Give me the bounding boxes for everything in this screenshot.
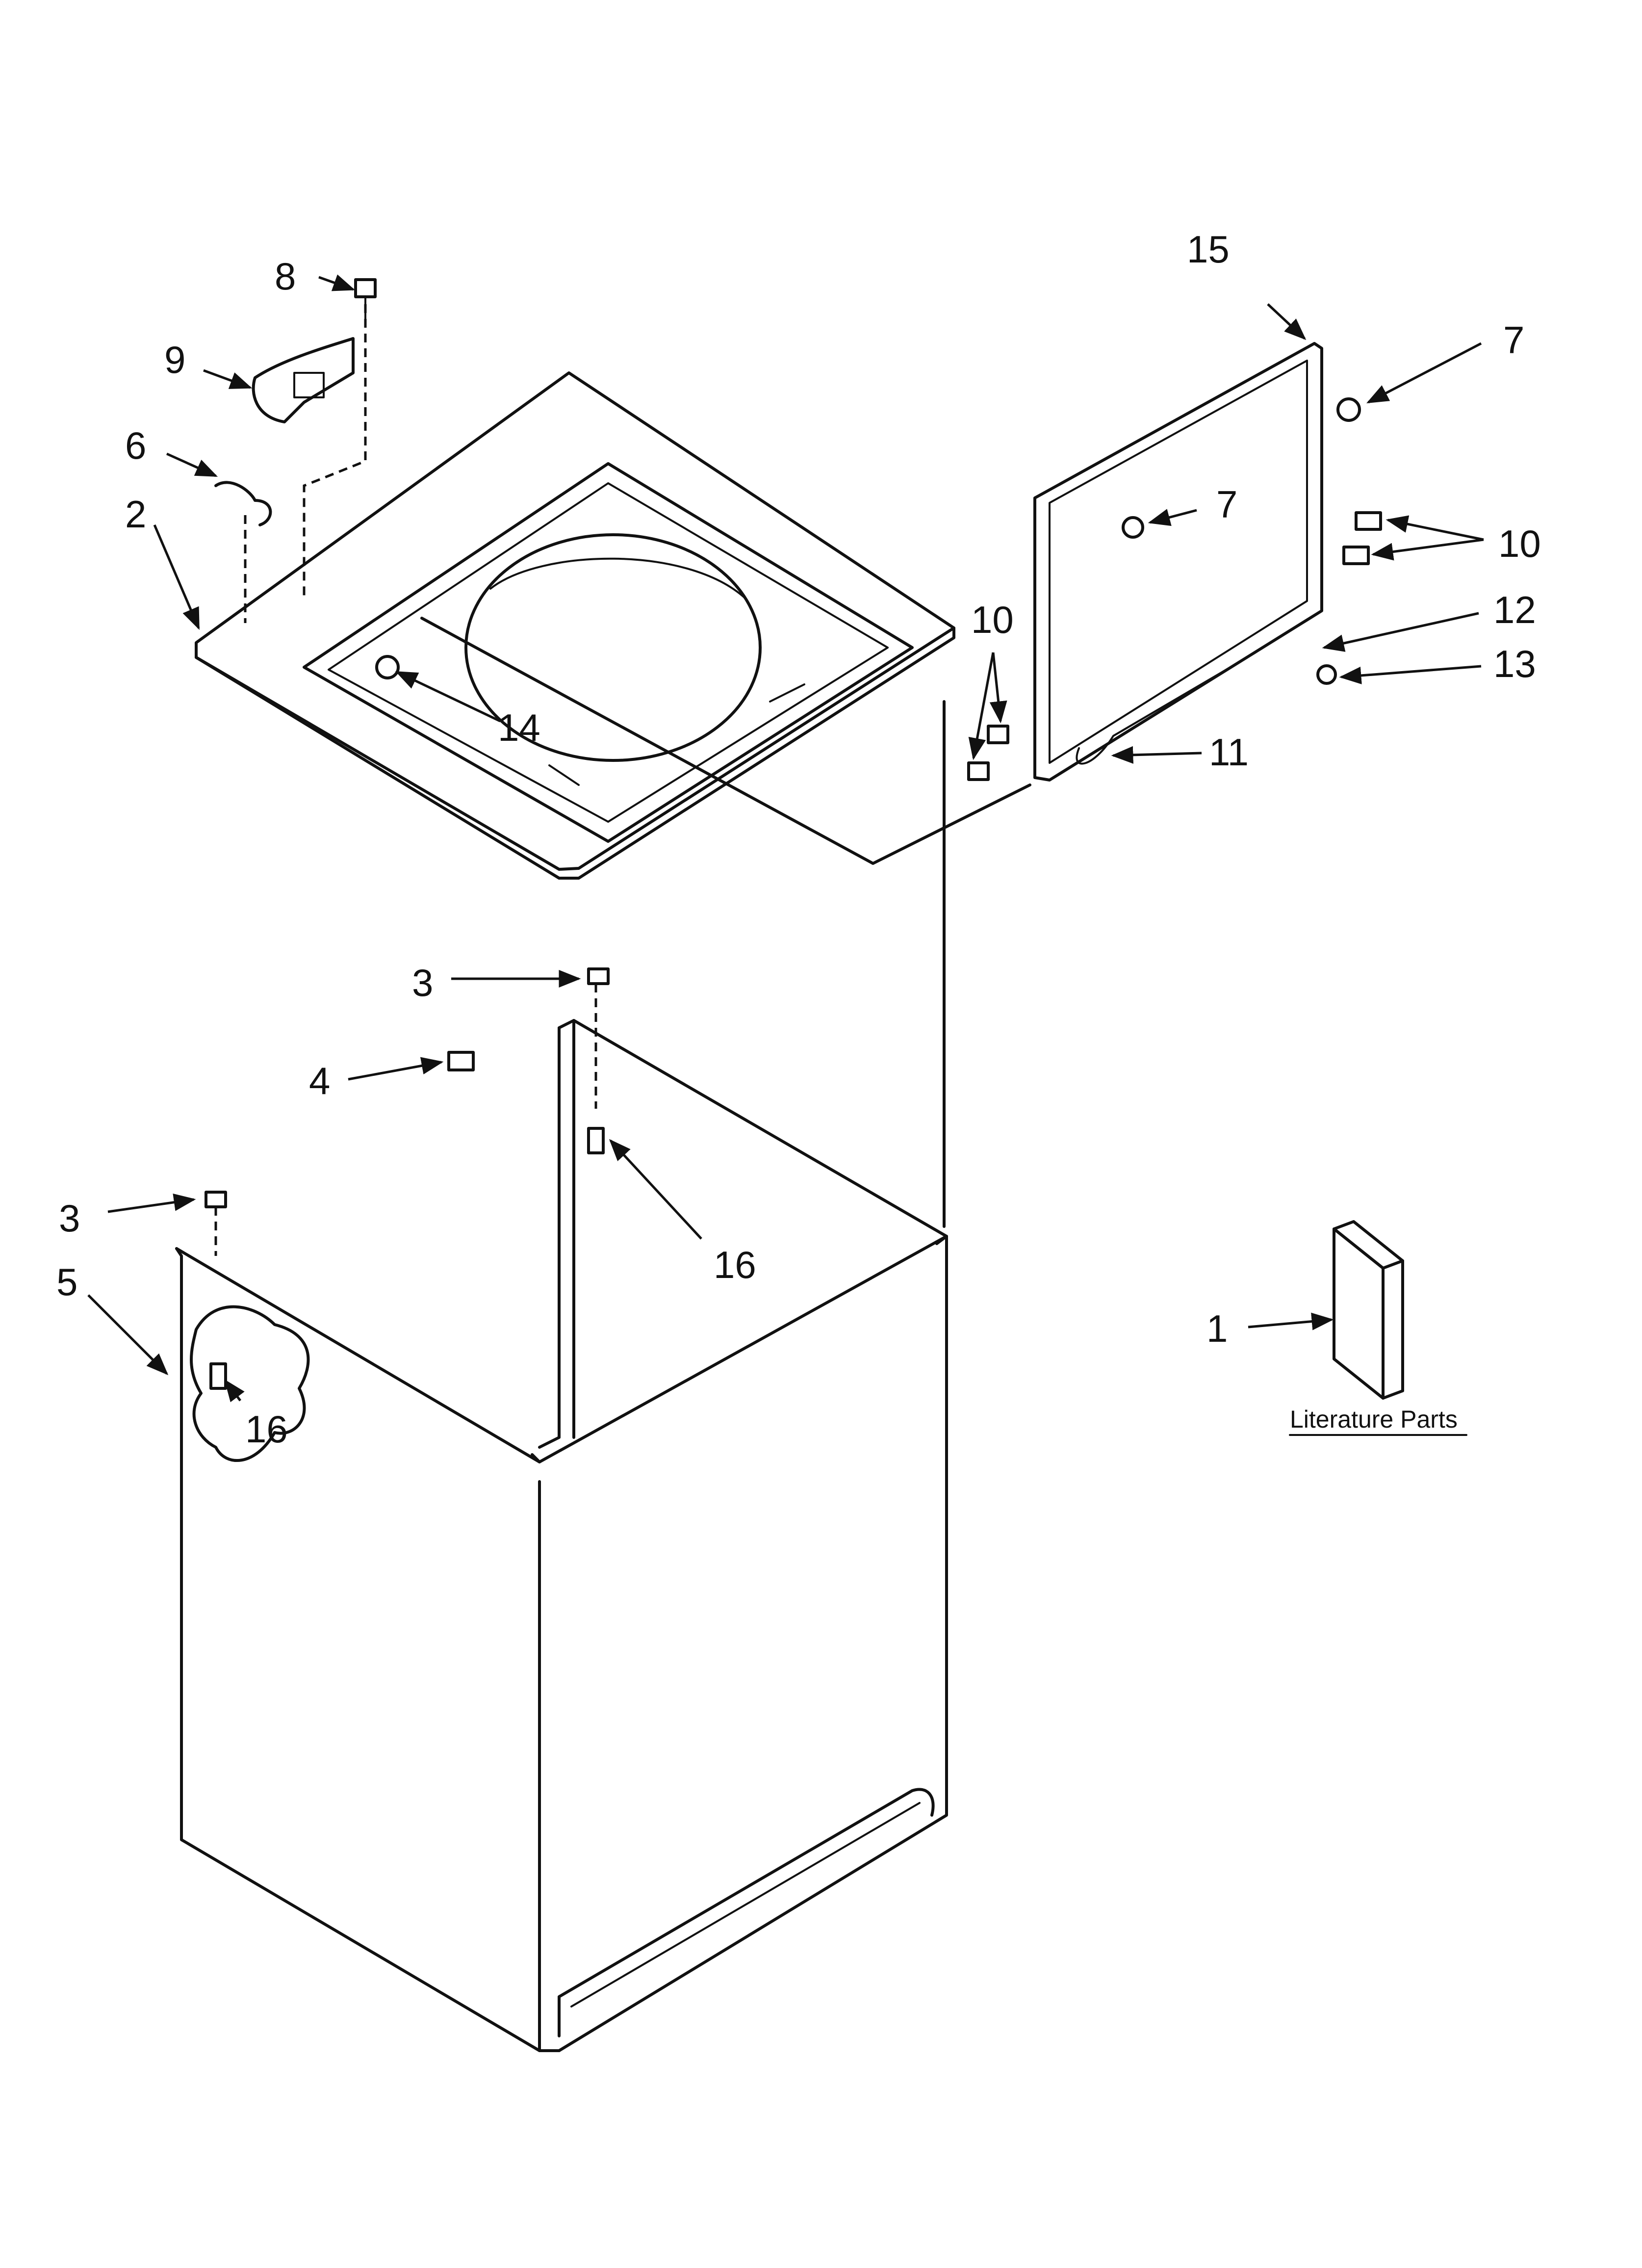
callout-15: 15 xyxy=(1187,228,1230,271)
fastener-line xyxy=(303,304,367,599)
top-panel xyxy=(195,371,955,880)
leader-arrows xyxy=(87,274,1484,1403)
cabinet-fasteners xyxy=(205,655,610,1390)
callout-2: 2 xyxy=(125,493,146,536)
cutaway-view xyxy=(190,1305,310,1462)
callout-3: 3 xyxy=(412,961,433,1004)
callout-1: 1 xyxy=(1206,1307,1228,1350)
callout-13: 13 xyxy=(1493,642,1536,685)
callout-16: 16 xyxy=(714,1243,756,1286)
callout-6: 6 xyxy=(125,424,146,467)
callout-4: 4 xyxy=(309,1059,330,1102)
callout-7: 7 xyxy=(1216,483,1237,526)
callout-3: 3 xyxy=(59,1197,80,1240)
hinge-part xyxy=(252,337,355,423)
callout-10: 10 xyxy=(1498,522,1541,565)
callout-7: 7 xyxy=(1503,318,1524,362)
callout-5: 5 xyxy=(56,1260,77,1303)
lid xyxy=(1033,342,1323,782)
literature-parts-label: Literature Parts xyxy=(1290,1406,1458,1433)
callout-16: 16 xyxy=(245,1408,288,1451)
assembly-line xyxy=(420,617,1031,865)
callout-11: 11 xyxy=(1209,730,1249,774)
clip-part xyxy=(214,481,272,526)
literature-booklet xyxy=(1333,1220,1404,1400)
callout-14: 14 xyxy=(498,706,540,749)
lid-screw-parts xyxy=(967,397,1382,781)
callout-9: 9 xyxy=(164,338,185,381)
screw-part xyxy=(354,278,377,320)
cabinet xyxy=(175,1019,948,2052)
callout-10: 10 xyxy=(971,598,1014,641)
callout-8: 8 xyxy=(275,255,296,298)
callout-12: 12 xyxy=(1493,588,1536,631)
